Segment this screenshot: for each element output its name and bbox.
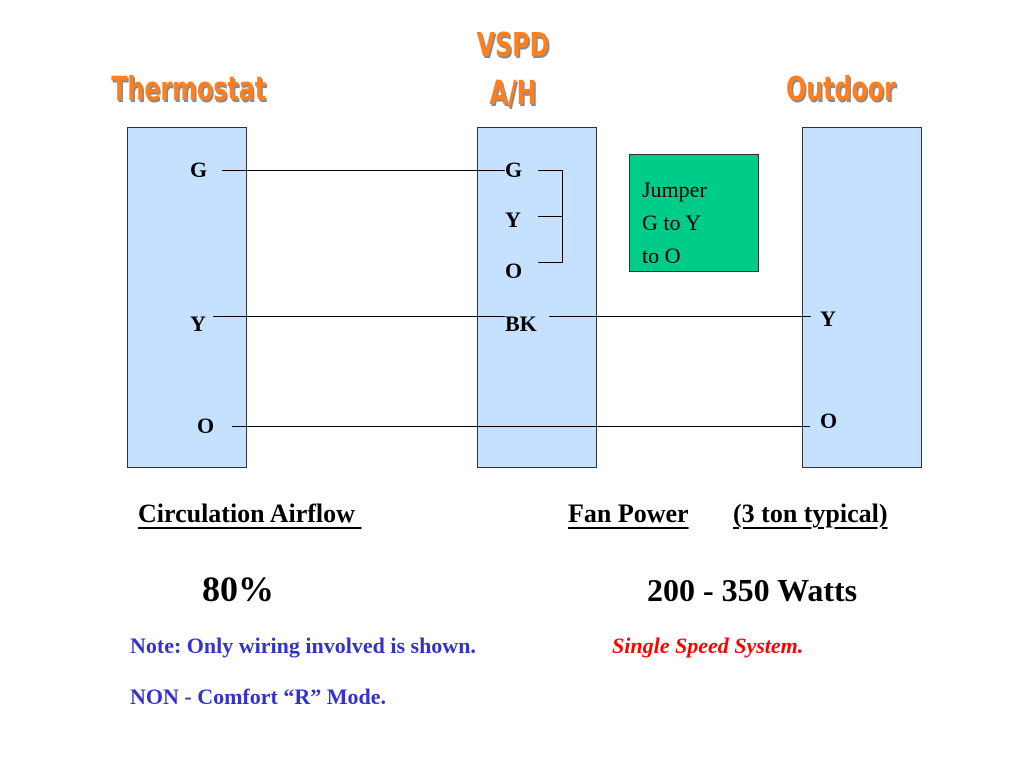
air-handler-heading-line2: A/H [489, 73, 537, 112]
wire-y [213, 316, 505, 317]
wiring-note: Note: Only wiring involved is shown. [130, 633, 476, 658]
thermostat-terminal-g: G [190, 157, 208, 182]
mode-note: NON - Comfort “R” Mode. [130, 684, 386, 709]
outdoor-panel [802, 127, 922, 468]
thermostat-terminal-y: Y [190, 311, 206, 336]
outdoor-terminal-y: Y [820, 306, 836, 331]
thermostat-terminal-o: O [197, 413, 215, 438]
air-handler-terminal-y: Y [505, 207, 521, 232]
jumper-note-box: Jumper G to Y to O [629, 154, 759, 272]
system-type-note: Single Speed System. [612, 633, 804, 658]
air-handler-panel [477, 127, 597, 468]
thermostat-panel [127, 127, 247, 468]
jumper-note-line-2: G to Y [642, 210, 702, 235]
air-handler-terminal-g: G [505, 157, 523, 182]
jumper-note-line-1: Jumper [642, 177, 707, 202]
air-handler-terminal-o: O [505, 258, 523, 283]
jumper-note-line-3: to O [642, 243, 681, 268]
wire-g [222, 170, 505, 171]
fan-power-note: (3 ton typical) [733, 499, 888, 528]
fan-power-label: Fan Power [568, 499, 689, 528]
circulation-airflow-value: 80% [202, 569, 274, 609]
wire-bk-to-outdoor-y [549, 316, 811, 317]
jumper-bracket-y-tap [538, 216, 563, 217]
outdoor-terminal-o: O [820, 408, 838, 433]
outdoor-heading: Outdoor [786, 69, 896, 108]
thermostat-heading: Thermostat [111, 69, 267, 108]
fan-power-value: 200 - 350 Watts [647, 572, 858, 608]
air-handler-terminal-bk: BK [505, 311, 537, 336]
air-handler-heading-line1: VSPD [476, 25, 550, 64]
circulation-airflow-label: Circulation Airflow [138, 499, 362, 528]
wire-o [232, 426, 810, 427]
